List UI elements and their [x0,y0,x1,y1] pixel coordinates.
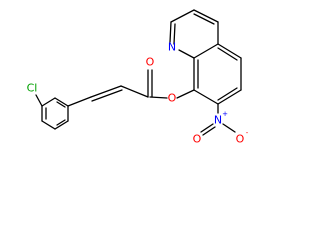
bond [200,123,214,133]
bond [202,126,216,136]
structure-diagram: Cl O O N N + O O - [27,9,249,146]
bond [217,87,238,101]
bond [173,23,176,45]
bond [169,21,172,43]
bond [120,85,149,98]
bond [54,97,69,107]
atom-labels: Cl O O N N + O O - [27,41,249,146]
bond [91,89,123,102]
bond [41,97,56,107]
bond [56,119,66,126]
bond [176,89,195,99]
bond [149,96,168,99]
bonds [35,9,242,136]
bond [193,13,215,25]
bond [54,120,69,130]
atom-label-carbonyl-oxygen: O [146,56,155,69]
atom-label-nitro-nitrogen: N [214,114,222,127]
bond [178,49,195,59]
bond [170,9,195,23]
bond [193,9,219,23]
bond [217,89,242,105]
atom-label-ester-oxygen: O [168,92,177,105]
bond [41,120,56,130]
atom-label-nitro-oxygen-single: O [236,133,245,146]
atom-label-nitro-oxygen-double: O [193,133,202,146]
bond [67,96,92,107]
bond [217,47,238,61]
atom-label-quinoline-nitrogen: N [168,41,176,54]
bond [193,43,219,59]
charge-minus: - [246,129,249,137]
bond [35,94,43,107]
bond [217,43,242,59]
atom-label-chlorine: Cl [27,82,38,95]
bond [222,123,236,133]
bond [193,89,219,105]
bond [56,101,66,108]
bond [90,85,122,98]
charge-plus: + [222,110,228,118]
